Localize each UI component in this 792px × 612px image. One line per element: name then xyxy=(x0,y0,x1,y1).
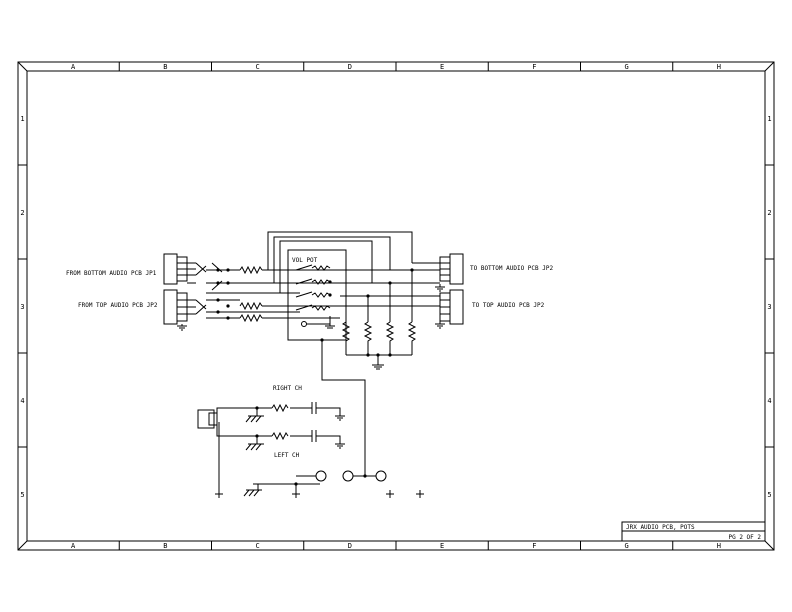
title-block-title: JRX AUDIO PCB, POTS xyxy=(626,524,695,531)
label-vol-pot: VOL POT xyxy=(292,257,318,264)
label-from-top: FROM TOP AUDIO PCB JP2 xyxy=(78,302,158,309)
title-block-sheet: PG 2 OF 2 xyxy=(728,534,761,541)
junction-dots xyxy=(216,268,230,320)
zone-row-label-1: 1 xyxy=(767,115,771,123)
zone-ticks xyxy=(18,62,774,550)
connector-from-bottom xyxy=(163,253,188,285)
resistor-r2 xyxy=(239,301,263,311)
zone-row-label-5: 5 xyxy=(767,491,771,499)
input-network xyxy=(187,262,340,319)
resistor-r3 xyxy=(239,313,263,323)
zone-row-label-4: 4 xyxy=(20,397,24,405)
zone-row-label-2: 2 xyxy=(20,209,24,217)
connector-from-top xyxy=(163,289,188,325)
zone-row-label-5: 5 xyxy=(20,491,24,499)
ground-symbol-right xyxy=(435,284,445,329)
zone-col-label-e: E xyxy=(440,542,444,550)
zone-row-label-2: 2 xyxy=(767,209,771,217)
resistor-left-ch xyxy=(271,431,289,441)
right-wiring xyxy=(340,262,440,307)
zone-col-label-c: C xyxy=(256,63,260,71)
zone-row-label-3: 3 xyxy=(20,303,24,311)
resistor-right-ch xyxy=(271,403,289,413)
label-left-ch: LEFT CH xyxy=(274,452,300,459)
zone-col-label-f: F xyxy=(532,63,536,71)
zone-col-label-b: B xyxy=(163,63,167,71)
label-to-bottom: TO BOTTOM AUDIO PCB JP2 xyxy=(470,265,553,272)
zone-col-label-g: G xyxy=(625,63,629,71)
zone-row-label-3: 3 xyxy=(767,303,771,311)
connector-to-bottom xyxy=(439,253,464,285)
zone-col-label-h: H xyxy=(717,63,721,71)
zone-row-label-4: 4 xyxy=(767,397,771,405)
pulldown-resistors xyxy=(341,268,417,370)
label-to-top: TO TOP AUDIO PCB JP2 xyxy=(472,302,545,309)
zone-col-label-c: C xyxy=(256,542,260,550)
bus-lines xyxy=(267,231,413,293)
label-right-ch: RIGHT CH xyxy=(273,385,302,392)
title-block: JRX AUDIO PCB, POTS PG 2 OF 2 xyxy=(621,521,766,542)
zone-col-label-d: D xyxy=(348,542,352,550)
zone-col-label-f: F xyxy=(532,542,536,550)
zone-row-label-1: 1 xyxy=(20,115,24,123)
zone-col-label-e: E xyxy=(440,63,444,71)
volume-pot xyxy=(287,249,347,341)
resistor-r1 xyxy=(239,265,263,275)
connector-to-top xyxy=(439,289,464,325)
zone-col-label-a: A xyxy=(71,542,76,550)
output-network xyxy=(215,338,424,498)
zone-col-label-h: H xyxy=(717,542,721,550)
zone-col-label-g: G xyxy=(625,542,629,550)
zone-labels: A A B B C C D D E E F F G G H H 1 1 2 2 3 3 4 4 5 5 xyxy=(20,63,771,550)
label-from-bottom: FROM BOTTOM AUDIO PCB JP1 xyxy=(66,270,157,277)
zone-col-label-d: D xyxy=(348,63,352,71)
zone-col-label-a: A xyxy=(71,63,76,71)
output-jack xyxy=(197,409,218,429)
zone-col-label-b: B xyxy=(163,542,167,550)
ground-symbol xyxy=(177,324,187,331)
